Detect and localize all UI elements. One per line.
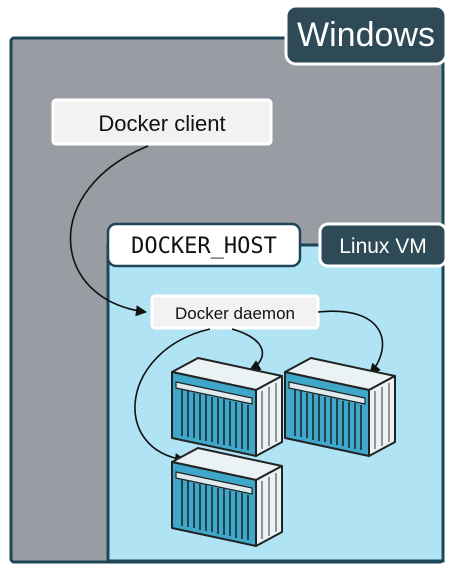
windows-label: Windows bbox=[297, 16, 435, 54]
docker-host-tag bbox=[106, 222, 302, 268]
docker-client-label: Docker client bbox=[98, 111, 225, 136]
windows-tag bbox=[284, 4, 448, 66]
daemon-to-container-2-arrow bbox=[317, 310, 384, 375]
daemon-to-container-1-arrow bbox=[231, 328, 264, 371]
client-to-daemon-arrow bbox=[69, 145, 149, 317]
docker-host-label: DOCKER_HOST bbox=[131, 234, 277, 259]
docker-daemon-label: Docker daemon bbox=[175, 304, 295, 323]
docker-client-box bbox=[51, 98, 273, 146]
linux-vm-label: Linux VM bbox=[339, 235, 427, 258]
container-icon-2 bbox=[284, 357, 396, 457]
container-icon-1 bbox=[171, 357, 283, 457]
linux-vm-tag bbox=[318, 222, 448, 268]
container-icon-3 bbox=[171, 447, 283, 547]
daemon-to-container-3-arrow bbox=[134, 328, 211, 465]
